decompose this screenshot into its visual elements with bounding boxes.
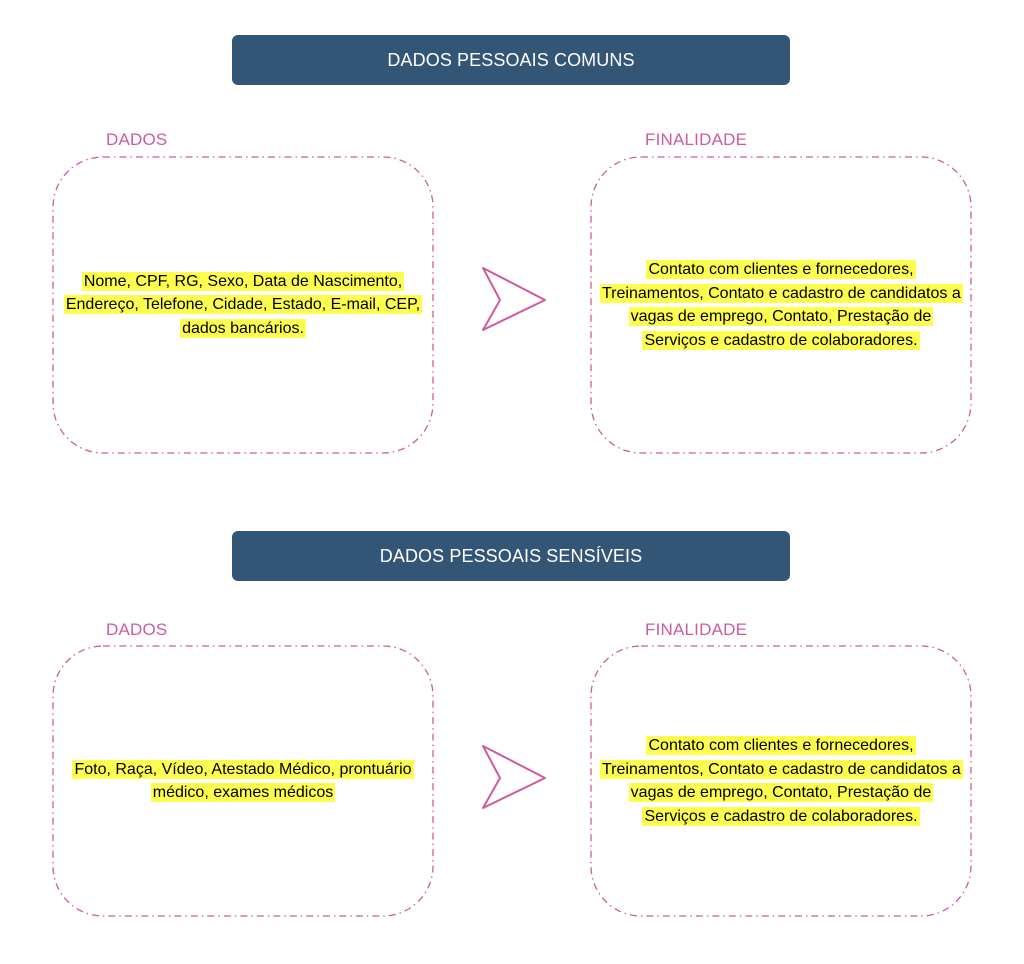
- arrow-right-outline-icon: [482, 745, 546, 809]
- dashed-border: [590, 156, 972, 454]
- purpose-box: Contato com clientes e fornecedores, Tre…: [590, 156, 972, 454]
- dashed-border: [52, 645, 434, 917]
- data-column-label: DADOS: [106, 130, 168, 149]
- data-column-label: DADOS: [106, 620, 168, 639]
- purpose-column-label: FINALIDADE: [645, 130, 748, 149]
- data-box: Foto, Raça, Vídeo, Atestado Médico, pron…: [52, 645, 434, 943]
- purpose-box-content: Contato com clientes e fornecedores, Tre…: [590, 156, 972, 454]
- arrow-right-outline-icon: [482, 267, 546, 331]
- section-title: DADOS PESSOAIS COMUNS: [387, 49, 635, 70]
- section-title-banner: DADOS PESSOAIS COMUNS: [232, 35, 790, 85]
- data-box-content: Nome, CPF, RG, Sexo, Data de Nascimento,…: [52, 156, 434, 454]
- purpose-column-label: FINALIDADE: [645, 620, 748, 639]
- data-box: Nome, CPF, RG, Sexo, Data de Nascimento,…: [52, 156, 434, 454]
- dashed-border: [590, 645, 972, 917]
- dashed-border: [52, 156, 434, 454]
- purpose-list-text: Contato com clientes e fornecedores, Tre…: [600, 736, 963, 826]
- data-list-text: Nome, CPF, RG, Sexo, Data de Nascimento,…: [63, 271, 423, 338]
- purpose-box-content: Contato com clientes e fornecedores, Tre…: [590, 645, 972, 917]
- section-title-banner: DADOS PESSOAIS SENSÍVEIS: [232, 531, 790, 581]
- section-title: DADOS PESSOAIS SENSÍVEIS: [379, 545, 643, 566]
- data-list-text: Foto, Raça, Vídeo, Atestado Médico, pron…: [72, 759, 414, 802]
- data-box-content: Foto, Raça, Vídeo, Atestado Médico, pron…: [52, 645, 434, 917]
- purpose-list-text: Contato com clientes e fornecedores, Tre…: [600, 260, 963, 350]
- purpose-box: Contato com clientes e fornecedores, Tre…: [590, 645, 972, 943]
